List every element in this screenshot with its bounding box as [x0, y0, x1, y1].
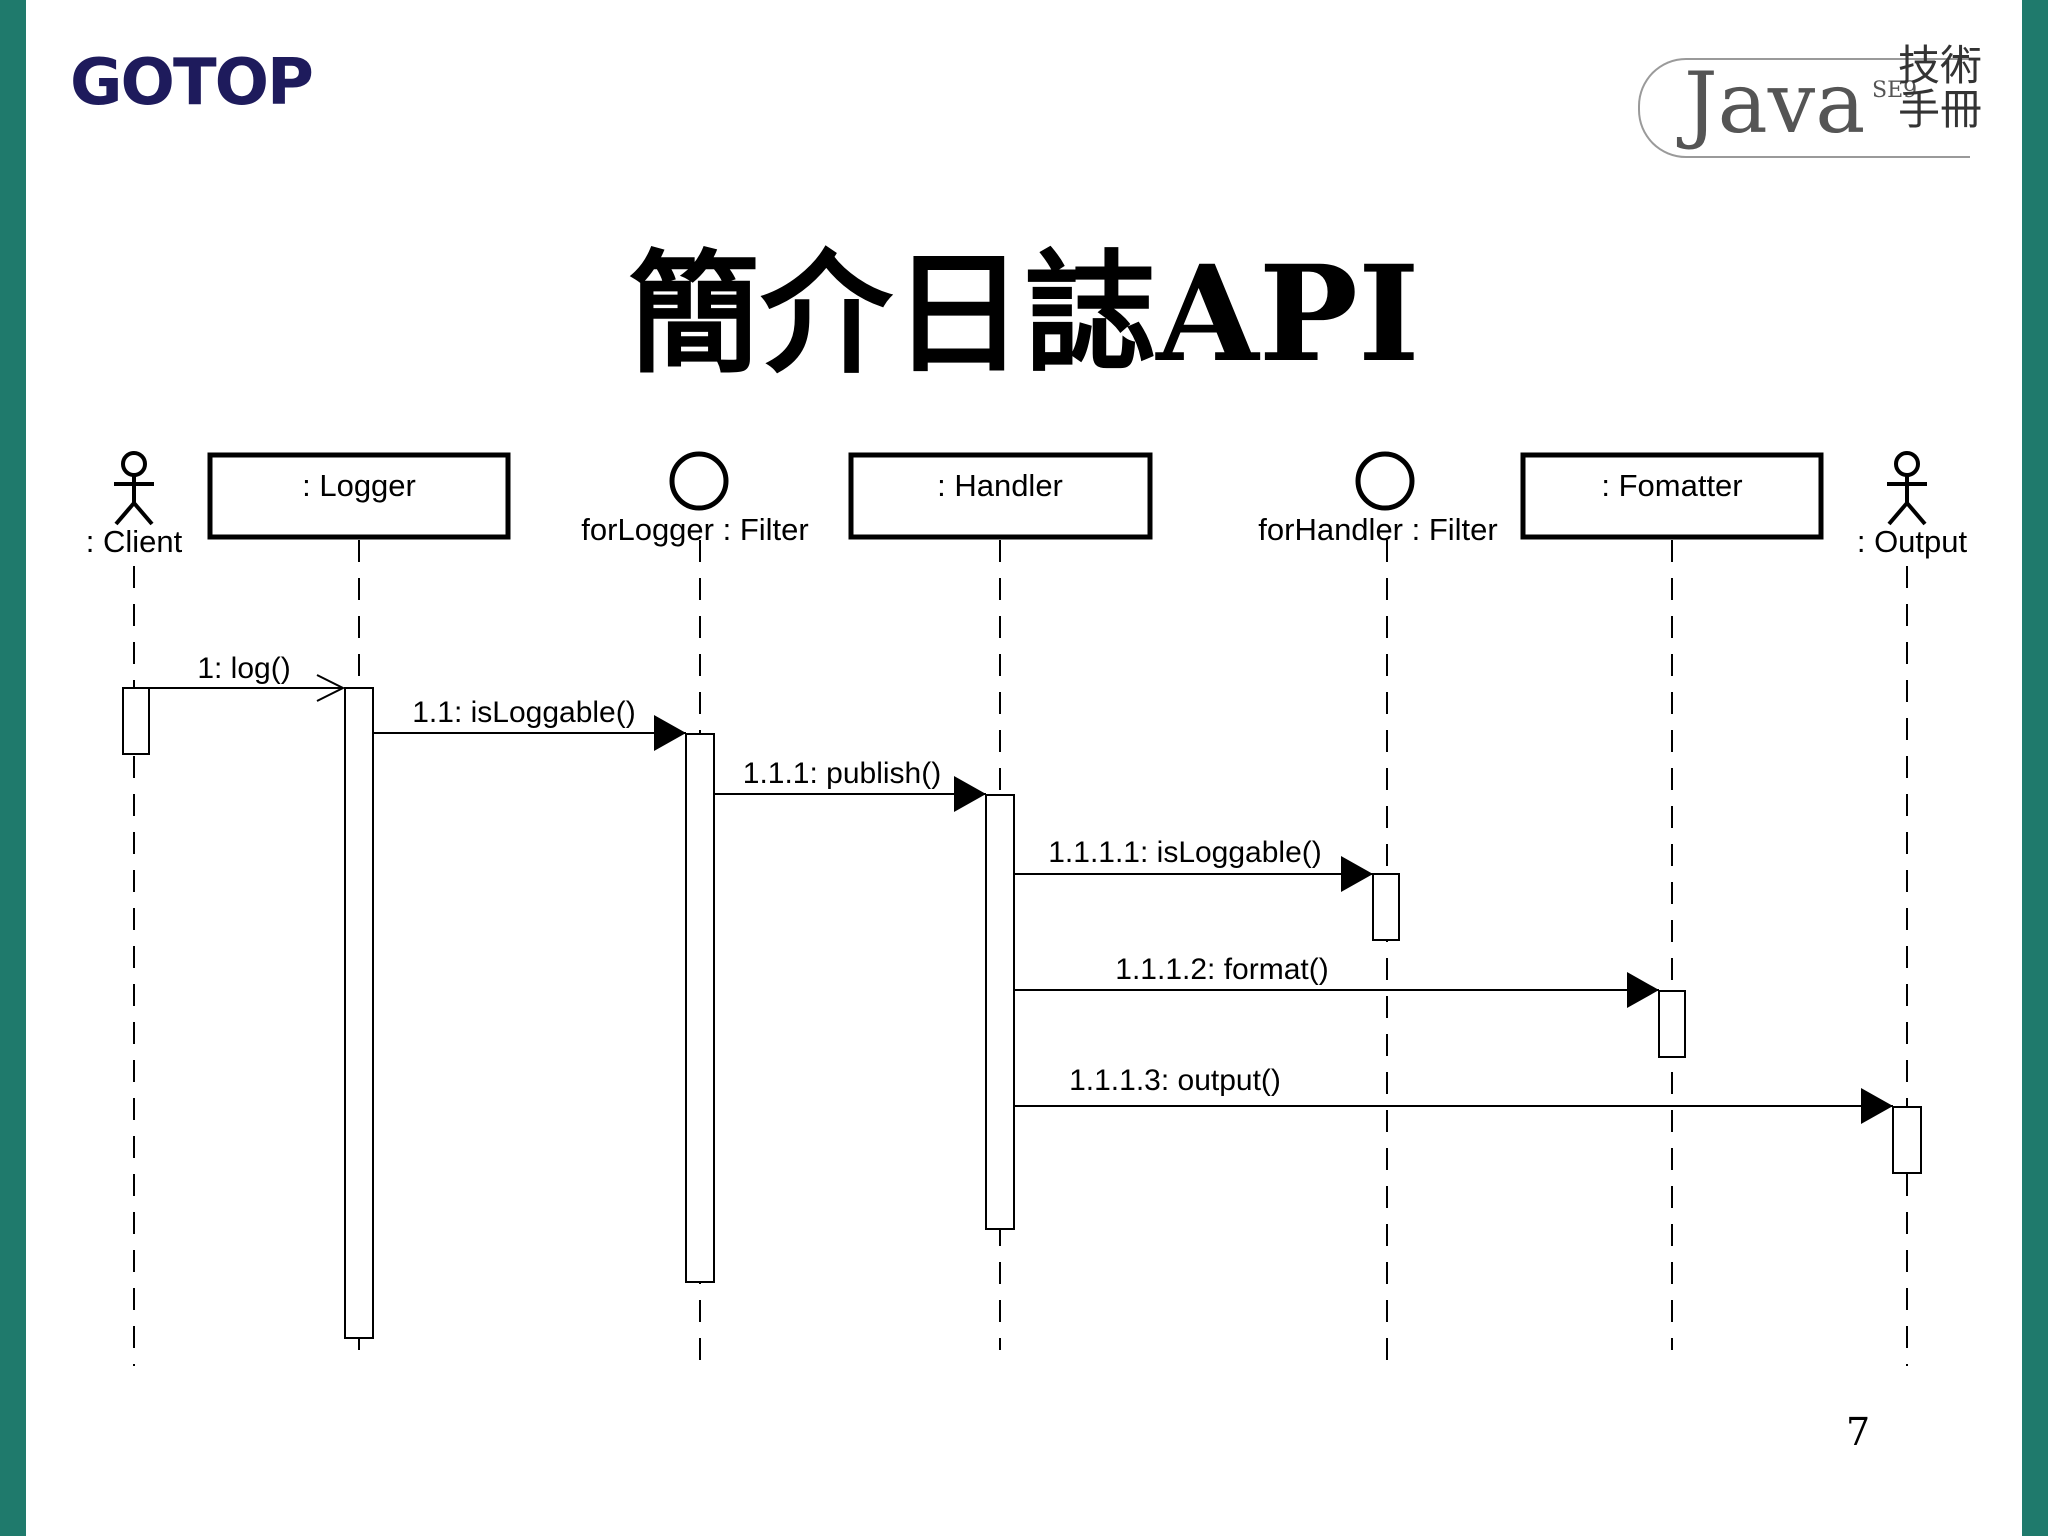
activation-client: [122, 687, 150, 755]
participant-label-client: : Client: [86, 524, 183, 559]
participant-box-formatter: [1520, 452, 1824, 540]
activation-forhandler: [1372, 873, 1400, 941]
java-logo-subtitle: 技術手冊: [1897, 41, 1982, 134]
java-logo-outline: [1638, 58, 1970, 158]
message-label-format: 1.1.1.2: format(): [1115, 953, 1328, 986]
activation-formatter: [1658, 990, 1686, 1058]
message-label-output: 1.1.1.3: output(): [1069, 1064, 1281, 1097]
participant-label-forhandler: forHandler : Filter: [1258, 512, 1497, 547]
message-label-publish: 1.1.1: publish(): [743, 757, 941, 790]
participant-client: [114, 451, 154, 526]
message-arrowhead-publish: [954, 776, 986, 812]
message-arrowhead-islogable-1: [654, 715, 686, 751]
message-arrowhead-output: [1861, 1088, 1893, 1124]
slide-title: 簡介日誌API: [628, 237, 1420, 392]
output-actor-head: [1894, 451, 1920, 477]
participant-circle-forhandler: [1355, 451, 1415, 511]
right-border-bar: [2022, 0, 2048, 1536]
participant-circle-forlogger: [669, 451, 729, 511]
message-label-log: 1: log(): [197, 652, 290, 685]
message-label-islogable-2: 1.1.1.1: isLoggable(): [1048, 836, 1322, 869]
participant-label-handler: : Handler: [937, 468, 1063, 503]
message-label-islogable-1: 1.1: isLoggable(): [412, 696, 635, 729]
activation-logger: [344, 687, 374, 1339]
activation-output: [1892, 1106, 1922, 1174]
left-border-bar: [0, 0, 26, 1536]
participant-label-formatter: : Fomatter: [1601, 468, 1742, 503]
message-arrowhead-islogable-2: [1341, 856, 1373, 892]
message-arrowhead-format: [1627, 972, 1659, 1008]
participant-label-logger: : Logger: [302, 468, 416, 503]
page-number: 7: [1846, 1410, 1871, 1454]
message-arrowhead-log: [316, 674, 346, 702]
participant-label-output: : Output: [1857, 524, 1968, 559]
participant-box-logger: [207, 452, 511, 540]
java-logo-word: Java: [1684, 54, 1866, 152]
activation-handler: [985, 794, 1015, 1230]
participant-output: [1887, 451, 1927, 526]
client-actor-head: [121, 451, 147, 477]
participant-label-forlogger: forLogger : Filter: [581, 512, 808, 547]
participant-box-handler: [848, 452, 1153, 540]
java-logo-edition: SE9: [1872, 78, 1918, 103]
java-book-logo: Java SE9 技術手冊: [1638, 44, 1992, 162]
activation-forlogger: [685, 733, 715, 1283]
gotop-logo: GOTOP: [70, 46, 314, 120]
